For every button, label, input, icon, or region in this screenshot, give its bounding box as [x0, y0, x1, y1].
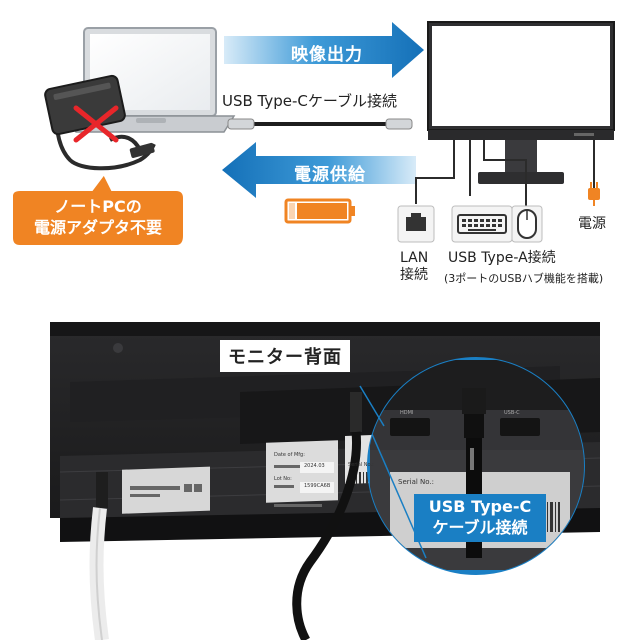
lan-icon: [397, 205, 435, 243]
video-output-label: 映像出力: [291, 45, 363, 65]
battery-icon: [284, 198, 355, 224]
power-supply-label: 電源供給: [294, 165, 366, 185]
monitor-rear-graphics: [50, 322, 601, 640]
port-lines: [415, 140, 595, 208]
usb-a-connection-label: USB Type-A接続: [448, 250, 556, 266]
laptop-note-bubble: [11, 172, 185, 247]
usb-c-cable-rear: [292, 392, 362, 640]
sticker-lot-value: 1599CA6B: [304, 483, 331, 489]
diagram-graphics: [11, 21, 615, 247]
cable-connection-label: USB Type-Cケーブル接続: [222, 92, 397, 110]
sticker-date-value: 2024.03: [304, 463, 325, 469]
zoom-sticker-serial-caption: Serial No.:: [398, 478, 435, 486]
mouse-icon: [511, 205, 543, 243]
callout-label-box: [414, 494, 546, 542]
power-adapter-icon: [44, 74, 156, 171]
power-plug-icon: [588, 182, 600, 206]
usb-hub-note: (3ポートのUSBハブ機能を搭載): [444, 272, 604, 285]
power-cable-icon: [89, 472, 109, 640]
usb-c-cable-icon: [227, 118, 413, 130]
rear-panel-title: モニター背面: [220, 340, 350, 372]
monitor-icon: [427, 21, 615, 184]
zoom-port-usbc: USB-C: [504, 410, 520, 416]
monitor-rear-photo: モニター背面 USB Type-C ケーブル接続 Date of Mfg: 20…: [0, 322, 640, 640]
keyboard-icon: [451, 205, 513, 243]
connection-diagram: 映像出力 USB Type-Cケーブル接続 電源供給 ノートPCの 電源アダプタ…: [0, 0, 640, 310]
power-label: 電源: [578, 216, 606, 232]
video-output-arrow: [224, 22, 424, 78]
laptop-note-text: ノートPCの 電源アダプタ不要: [33, 197, 162, 237]
sticker-lot-caption: Lot No:: [274, 476, 292, 482]
usb-c-callout-label: USB Type-C ケーブル接続: [428, 497, 532, 537]
zoom-port-hdmi: HDMI: [400, 410, 414, 416]
power-supply-arrow: [222, 142, 416, 198]
sticker-date-caption: Date of Mfg:: [274, 452, 305, 458]
lan-connection-label: LAN 接続: [400, 250, 429, 283]
sticker-serial-caption: Serial No.:: [348, 462, 374, 468]
